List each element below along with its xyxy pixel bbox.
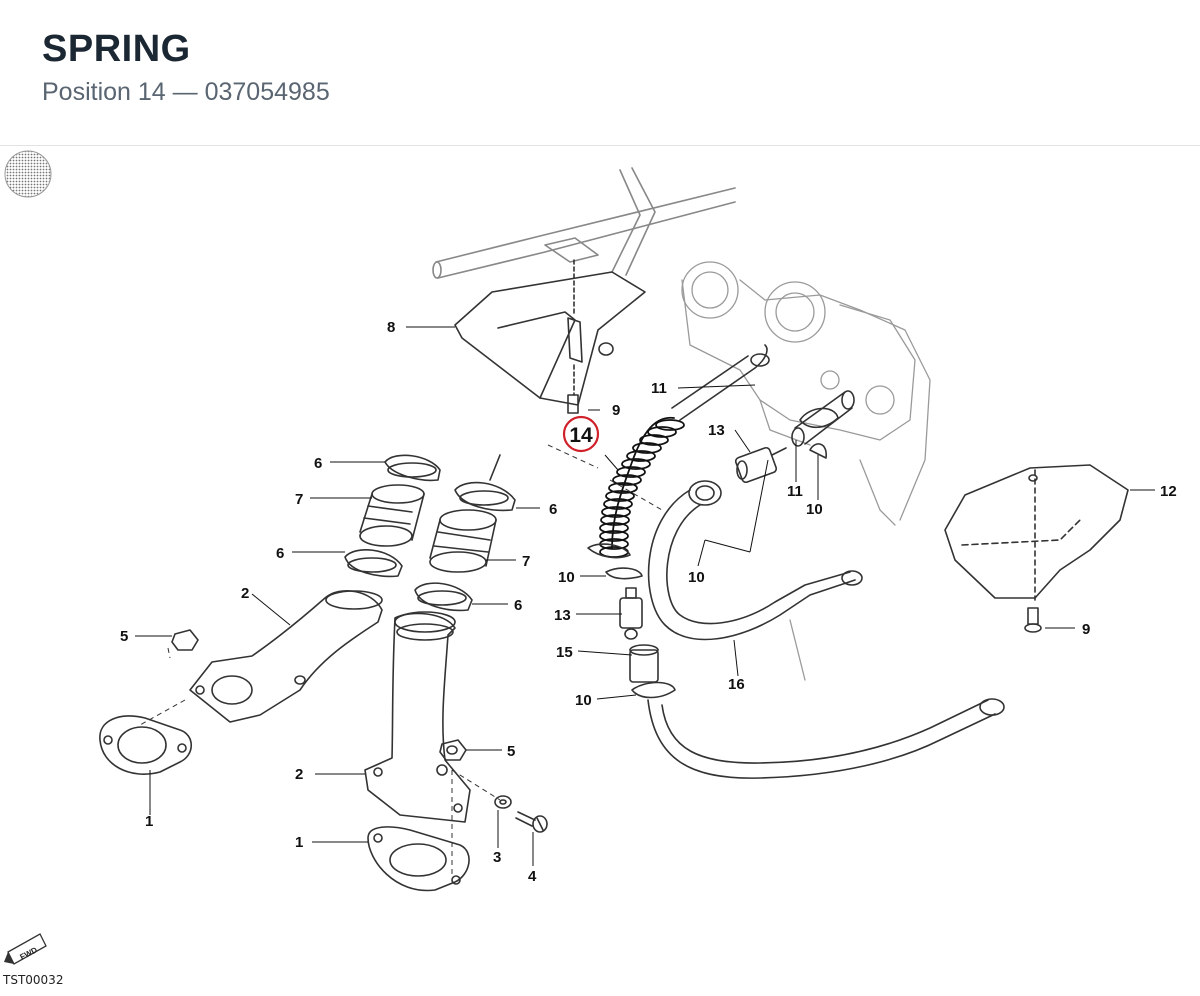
part-3-washer (494, 795, 512, 809)
part-12-side-cover (944, 464, 1129, 601)
part-4-screw (515, 811, 548, 833)
callout-3: 3 (493, 849, 501, 866)
callout-10b: 10 (558, 569, 575, 586)
callout-12: 12 (1160, 483, 1177, 500)
part-16-hose (647, 480, 1005, 779)
callout-6d: 6 (514, 597, 522, 614)
part-15-bushing (629, 644, 659, 683)
callout-16: 16 (728, 676, 745, 693)
callout-13: 13 (708, 422, 725, 439)
callout-10d: 10 (688, 569, 705, 586)
callout-10c: 10 (575, 692, 592, 709)
callout-6b: 6 (276, 545, 284, 562)
part-subtitle: Position 14 — 037054985 (42, 78, 330, 106)
part-2-intake-manifold (189, 590, 471, 823)
callout-2b: 2 (295, 766, 303, 783)
callout-labels: 8 9 11 13 11 10 12 9 6 7 6 6 7 6 2 5 1 2… (120, 319, 1177, 885)
callout-11b: 11 (787, 483, 803, 500)
part-5-nut (171, 629, 467, 761)
part-6-clamp (344, 454, 516, 612)
callout-5b: 5 (507, 743, 515, 760)
part-10-clamp (587, 407, 839, 699)
callout-7b: 7 (522, 553, 530, 570)
carburettor-assembly (681, 261, 931, 681)
highlight-callout-14[interactable]: 14 (562, 415, 600, 453)
part-1-gasket (99, 715, 470, 892)
part-14-spring (599, 417, 685, 558)
brand-logo-icon (4, 150, 52, 198)
leader-lines (135, 326, 1155, 866)
callout-10: 10 (806, 501, 823, 518)
page-title: SPRING (42, 28, 191, 70)
part-7-rubber-coupling (359, 454, 501, 573)
callout-13b: 13 (554, 607, 571, 624)
part-9-bolt-right (1024, 607, 1042, 633)
callout-6: 6 (314, 455, 322, 472)
fwd-arrow-icon: FWD (4, 933, 47, 965)
part-9-bolt-left (567, 364, 579, 414)
part-13-connector (619, 446, 787, 640)
callout-4: 4 (528, 868, 537, 885)
exploded-parts-diagram: 8 9 11 13 11 10 12 9 6 7 6 6 7 6 2 5 1 2… (0, 146, 1200, 991)
part-11-hose (671, 344, 855, 447)
callout-15: 15 (556, 644, 573, 661)
callout-2: 2 (241, 585, 249, 602)
callout-5: 5 (120, 628, 128, 645)
callout-6c: 6 (549, 501, 557, 518)
drawing-reference-code: TST00032 (3, 973, 64, 987)
callout-1: 1 (145, 813, 153, 830)
callout-8: 8 (387, 319, 395, 336)
part-8-cover (454, 259, 646, 406)
page-header: SPRING Position 14 — 037054985 (0, 0, 1200, 146)
callout-1b: 1 (295, 834, 303, 851)
assembly-lines (139, 444, 663, 880)
callout-14: 14 (569, 424, 593, 447)
callout-7: 7 (295, 491, 303, 508)
frame-tube (432, 167, 736, 279)
highlight-ring (562, 415, 600, 453)
callout-9: 9 (612, 402, 620, 419)
callout-9b: 9 (1082, 621, 1090, 638)
callout-11: 11 (651, 380, 667, 397)
